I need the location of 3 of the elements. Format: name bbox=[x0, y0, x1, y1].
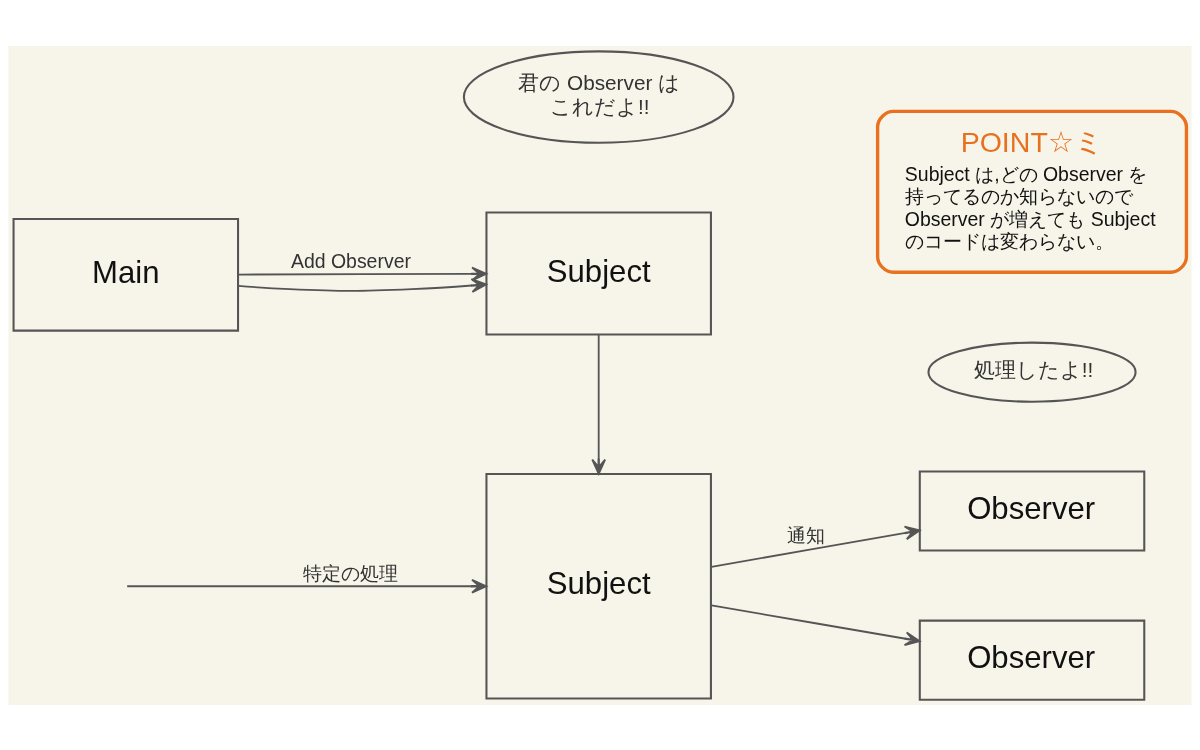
edge-label: 通知 bbox=[786, 523, 825, 546]
edge-label: Add Observer bbox=[290, 249, 411, 272]
edge-label: 特定の処理 bbox=[303, 561, 399, 584]
